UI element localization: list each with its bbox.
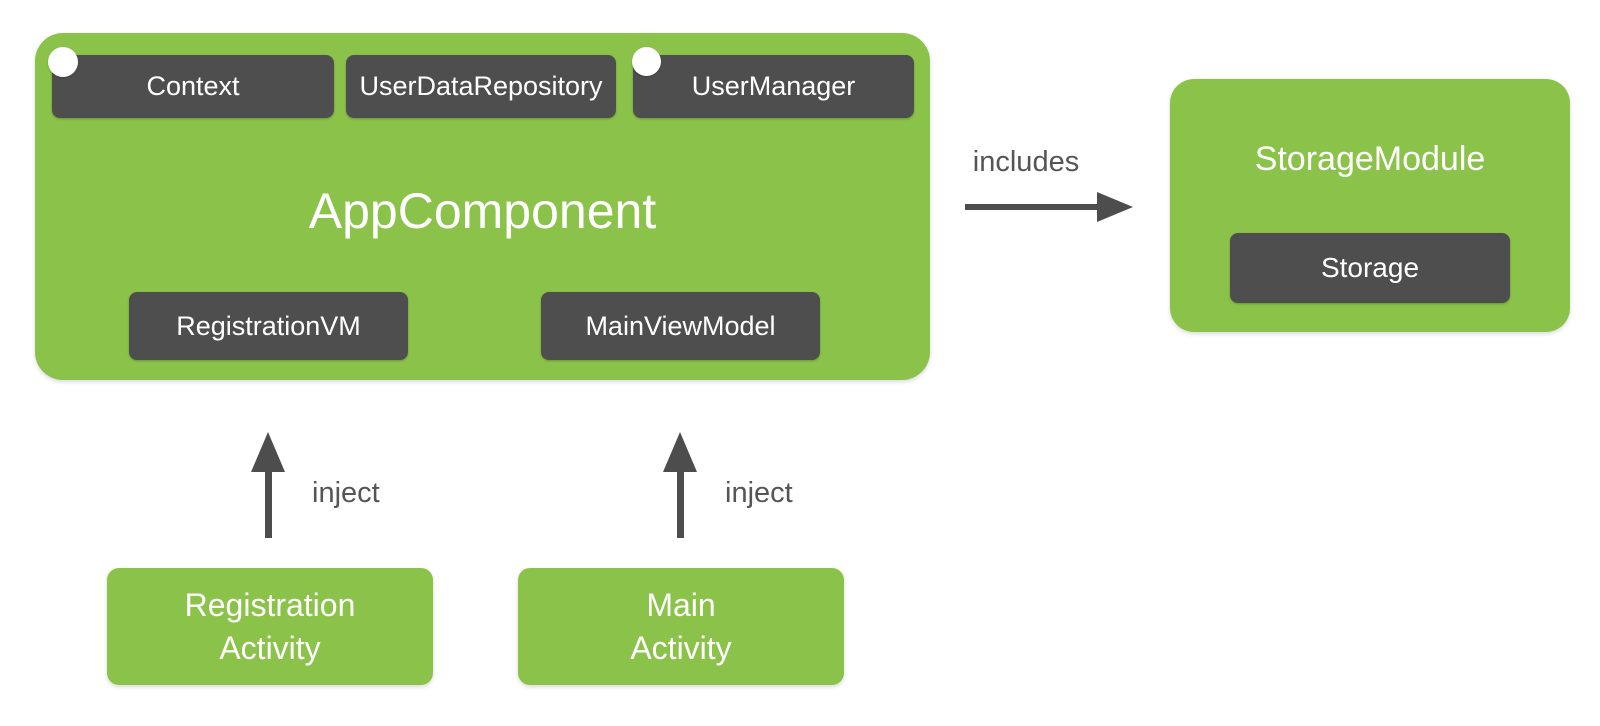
inject-arrow-label: inject: [312, 477, 380, 509]
viewmodel-label: RegistrationVM: [176, 310, 361, 341]
dependency-node-userdatarepository: UserDataRepository: [346, 55, 616, 118]
includes-arrow-head-icon: [1097, 192, 1133, 222]
storage-module-title: StorageModule: [1254, 140, 1486, 178]
includes-arrow-line: [965, 204, 1099, 210]
inject-arrow-line: [677, 468, 684, 538]
dependency-label: UserManager: [691, 71, 856, 101]
inject-arrow-head-icon: [663, 432, 697, 472]
storage-label: Storage: [1320, 252, 1420, 283]
viewmodel-label: MainViewModel: [585, 310, 776, 341]
app-component-title: AppComponent: [308, 183, 657, 239]
scope-dot-icon: [48, 47, 78, 77]
viewmodel-node-mainviewmodel: MainViewModel: [541, 292, 820, 360]
inject-arrow-line: [265, 468, 272, 538]
activity-label: Registration Activity: [184, 586, 356, 666]
registration-activity-node: Registration Activity: [107, 568, 433, 685]
activity-label: Main Activity: [630, 586, 732, 666]
app-component-node: Context UserDataRepository UserManager A…: [35, 33, 930, 380]
dependency-node-context: Context: [52, 55, 334, 118]
dependency-label: UserDataRepository: [359, 71, 603, 101]
storage-module-node: StorageModule Storage: [1170, 79, 1570, 332]
viewmodel-node-registrationvm: RegistrationVM: [129, 292, 408, 360]
inject-arrow-head-icon: [251, 432, 285, 472]
main-activity-node: Main Activity: [518, 568, 844, 685]
dependency-label: Context: [146, 71, 240, 101]
includes-arrow-label: includes: [972, 146, 1080, 178]
dependency-node-usermanager: UserManager: [633, 55, 914, 118]
storage-node: Storage: [1230, 233, 1510, 303]
inject-arrow-label: inject: [725, 477, 793, 509]
scope-dot-icon: [632, 47, 661, 76]
